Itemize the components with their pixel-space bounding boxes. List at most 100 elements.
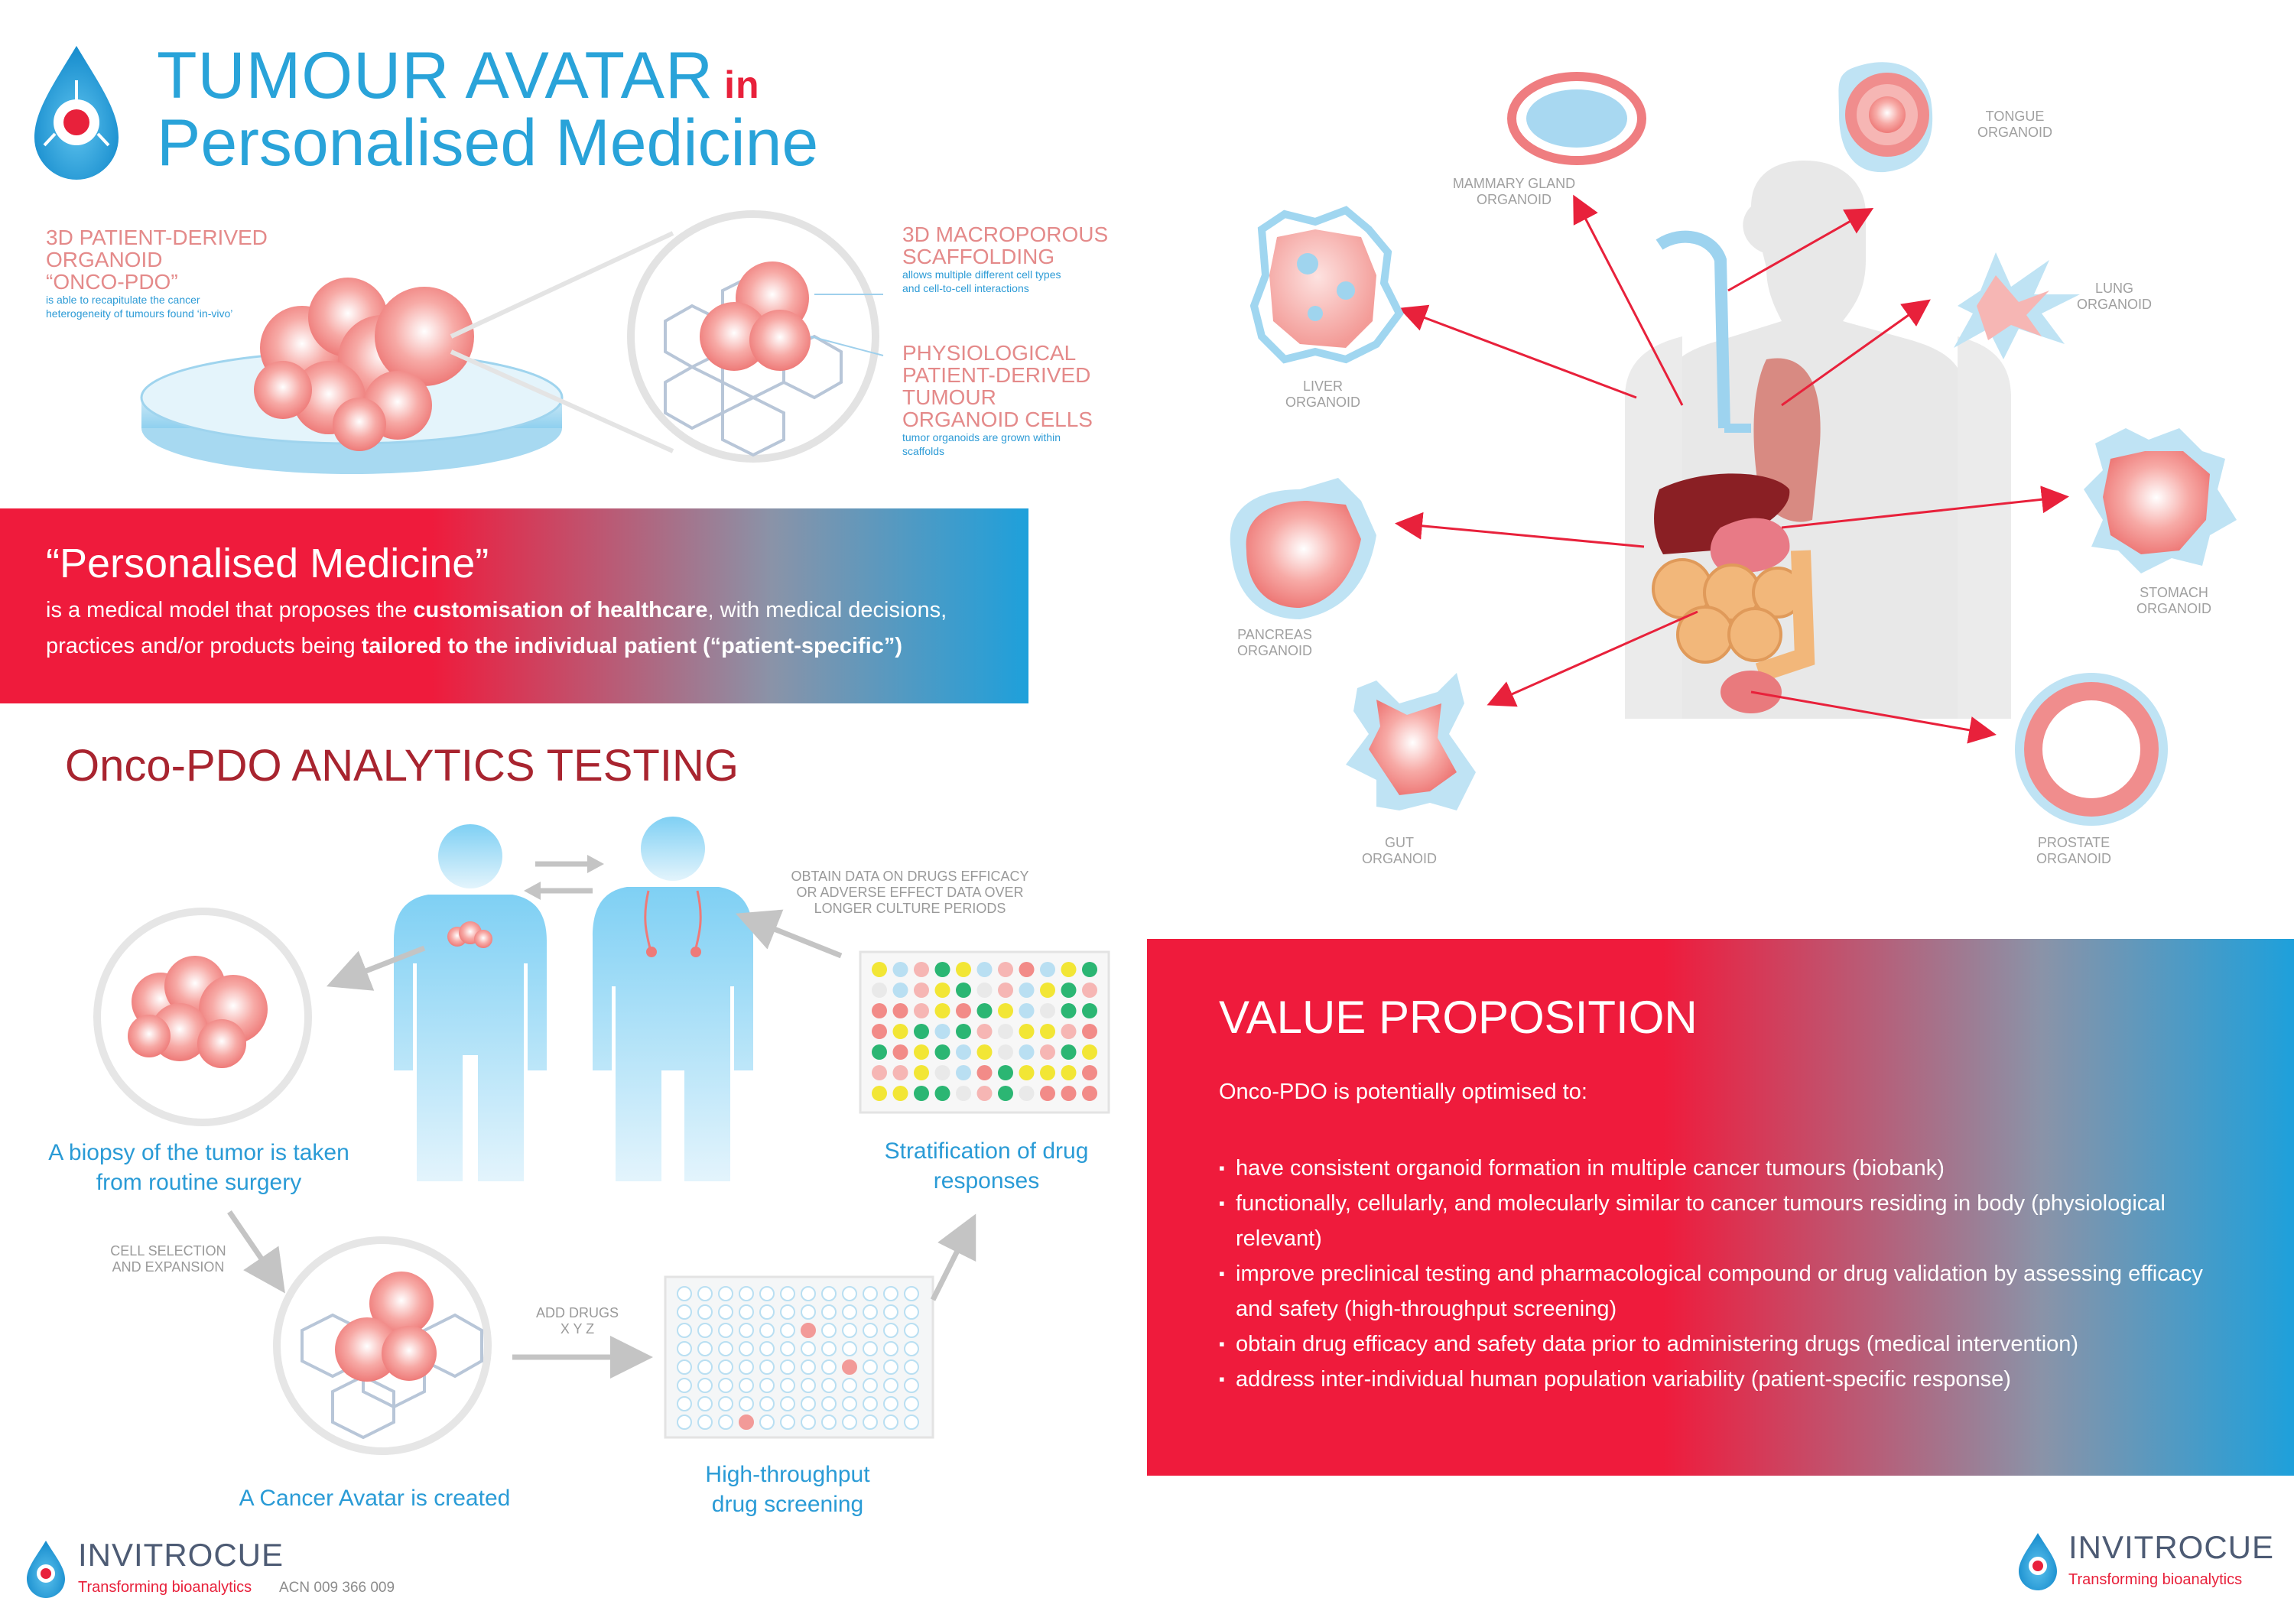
well [739,1396,754,1411]
well [759,1378,775,1393]
well [780,1415,795,1430]
well [739,1378,754,1393]
well [821,1359,837,1375]
well [904,1396,919,1411]
well [1040,1003,1055,1018]
well [872,1086,887,1101]
well [863,1396,878,1411]
well [904,1323,919,1338]
well [697,1359,713,1375]
well [759,1304,775,1320]
arrow-to-biopsy [326,945,426,991]
well [1040,1086,1055,1101]
well [883,1323,898,1338]
well [872,1065,887,1080]
well [697,1415,713,1430]
well [1040,1044,1055,1060]
well [677,1359,692,1375]
well [759,1396,775,1411]
arrow-to-doctor [736,909,843,959]
well [718,1378,733,1393]
well [1040,983,1055,998]
well [976,1065,993,1080]
well [1040,1024,1055,1039]
onco-pdo-label: 3D PATIENT-DERIVED ORGANOID “ONCO-PDO” i… [46,226,268,320]
body-silhouette [1625,161,2011,719]
well [718,1286,733,1301]
avatar-caption: A Cancer Avatar is created [239,1486,511,1511]
vp-bullet: have consistent organoid formation in mu… [1219,1151,2228,1186]
well [842,1323,857,1338]
well [1040,962,1055,977]
vp-bullet: functionally, cellularly, and molecularl… [1219,1186,2228,1256]
well [976,983,993,998]
well [904,1304,919,1320]
pancreas-organoid [1230,478,1376,619]
well [883,1378,898,1393]
well [780,1396,795,1411]
well [892,1003,908,1018]
well [780,1359,795,1375]
well [780,1323,795,1338]
well [956,1044,971,1060]
well [976,1086,993,1101]
well [914,1065,929,1080]
well [904,1359,919,1375]
vp-bullet: address inter-individual human populatio… [1219,1362,2228,1397]
well [934,1003,950,1018]
well [759,1286,775,1301]
lung-organoid [1954,252,2080,359]
well [1061,962,1077,977]
well [998,1024,1013,1039]
well [759,1415,775,1430]
well [892,983,908,998]
well [718,1341,733,1356]
well [677,1286,692,1301]
well [842,1378,857,1393]
well [872,962,887,977]
well [914,1003,929,1018]
vp-bullet: improve preclinical testing and pharmaco… [1219,1256,2228,1327]
well [821,1304,837,1320]
well [904,1341,919,1356]
well [697,1323,713,1338]
footer-tagline: Transforming bioanalytics [78,1579,252,1596]
well [914,962,929,977]
well [759,1323,775,1338]
well [697,1396,713,1411]
well [821,1341,837,1356]
well [1082,1044,1097,1060]
well [697,1286,713,1301]
footer-logo-drop-icon [27,1541,65,1598]
well [998,1003,1013,1018]
well [1061,1086,1077,1101]
well [801,1304,816,1320]
well [1019,962,1035,977]
well [863,1304,878,1320]
well [718,1359,733,1375]
well [1019,1065,1035,1080]
well [801,1396,816,1411]
cells-label: PHYSIOLOGICAL PATIENT-DERIVED TUMOUR ORG… [902,341,1093,457]
well [956,1024,971,1039]
obtain-data-note: OBTAIN DATA ON DRUGS EFFICACY OR ADVERSE… [791,869,1029,916]
well [821,1396,837,1411]
well [677,1323,692,1338]
well [998,983,1013,998]
well [842,1341,857,1356]
well [759,1359,775,1375]
well [914,1044,929,1060]
pm-title: “Personalised Medicine” [46,541,489,586]
arrow-to-avatar [227,1210,285,1294]
well [697,1378,713,1393]
add-drugs-note: ADD DRUGS X Y Z [535,1305,619,1337]
well [956,1003,971,1018]
well [780,1378,795,1393]
well [934,1065,950,1080]
well [780,1341,795,1356]
